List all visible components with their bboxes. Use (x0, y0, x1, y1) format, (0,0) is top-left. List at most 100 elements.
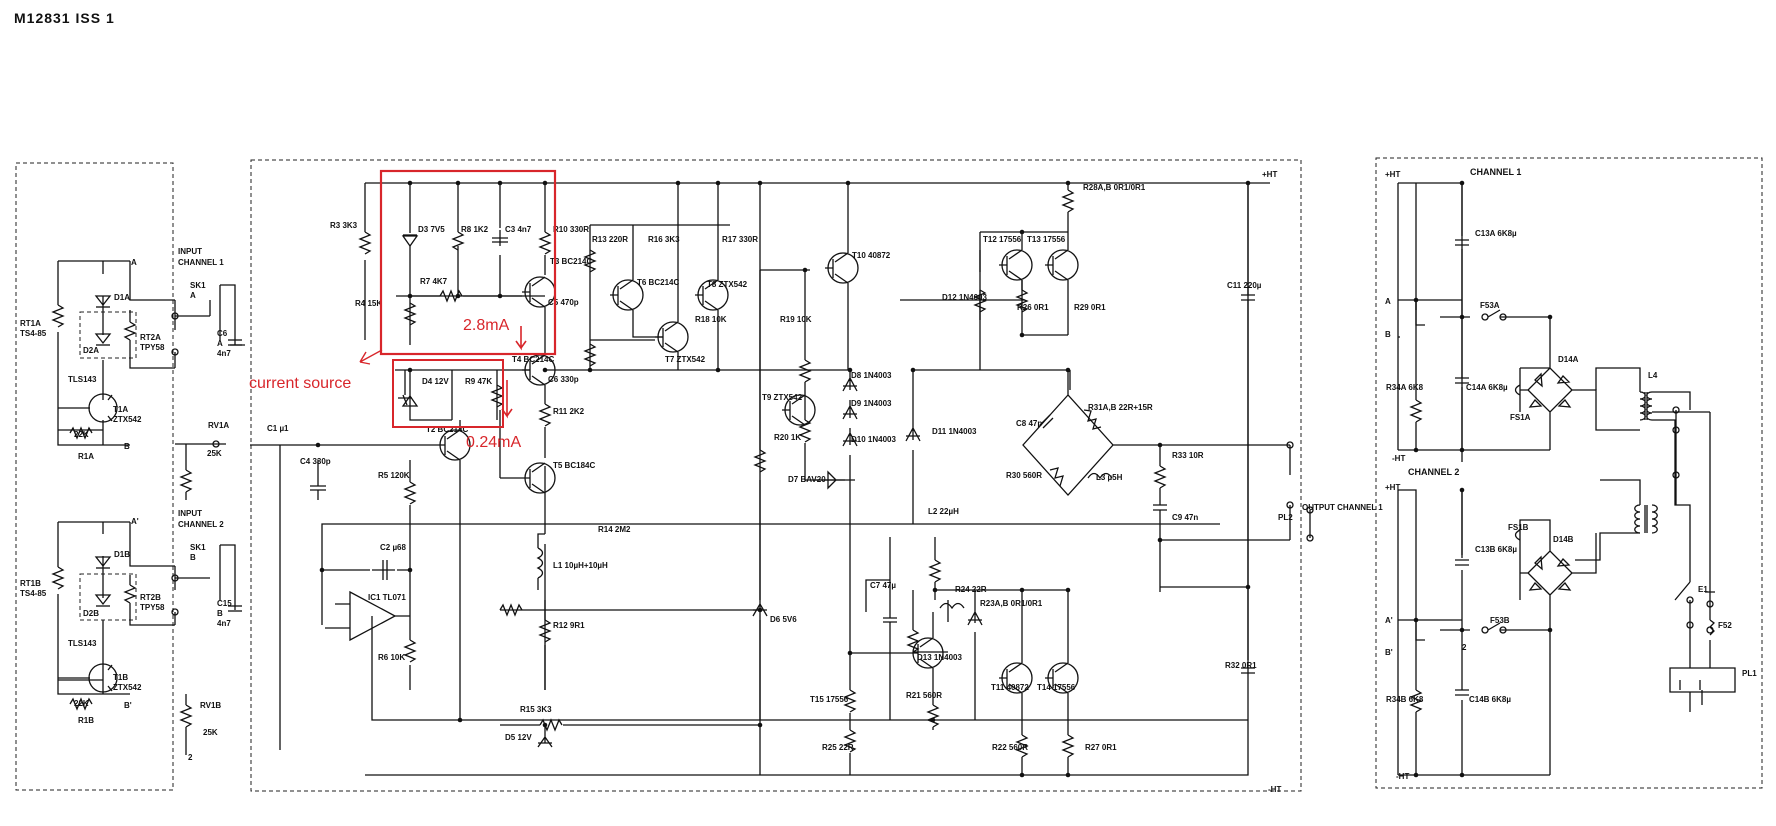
psu-label-16: F53B (1490, 616, 1510, 625)
psu-label-1: C13A 6K8µ (1475, 229, 1517, 238)
amp-part-label-25: R20 1K (774, 433, 801, 442)
current-source-highlight-lower (392, 359, 504, 428)
amp-part-label-60: R24 22R (955, 585, 987, 594)
current-2-8ma-label: 2.8mA (463, 317, 510, 334)
psu-label-17: B' (1385, 648, 1393, 657)
amp-part-label-45: PL2 (1278, 513, 1293, 522)
psu-label-9: L4 (1648, 371, 1658, 380)
amp-part-label-54: L1 10µH+10µH (553, 561, 608, 570)
psu-label-3: B (1385, 330, 1391, 339)
input-label-20: TLS143 (68, 639, 97, 648)
amp-part-label-7: T3 BC214C (550, 257, 592, 266)
amp-part-label-42: R33 10R (1172, 451, 1204, 460)
amp-part-label-63: D13 1N4003 (917, 653, 962, 662)
amp-part-label-62: R23A,B 0R1/0R1 (980, 599, 1043, 608)
psu-label-4: F53A (1480, 301, 1500, 310)
amp-part-label-18: T6 BC214C (637, 278, 679, 287)
amp-part-label-11: T4 BC214C (512, 355, 554, 364)
input-label-6: TLS143 (68, 375, 97, 384)
amp-part-label-3: C3 4n7 (505, 225, 532, 234)
input-label-12: RV1A (208, 421, 229, 430)
amp-part-label-35: R29 0R1 (1074, 303, 1106, 312)
amplifier-panel-box (250, 159, 1302, 792)
amp-part-label-33: T13 17556 (1027, 235, 1066, 244)
amp-part-label-44: OUTPUT CHANNEL 1 (1302, 503, 1383, 512)
psu-label-23: -HT (1396, 772, 1409, 781)
amp-part-label-23: T10 40872 (852, 251, 891, 260)
input-label-10: B (124, 442, 130, 451)
amp-part-label-64: T11 40872 (991, 683, 1029, 692)
amp-part-label-37: C11 220µ (1227, 281, 1262, 290)
drawing-number-title: M12831 ISS 1 (14, 10, 115, 26)
amp-part-label-9: D4 12V (422, 377, 449, 386)
psu-label-20: E1 (1698, 585, 1708, 594)
amp-part-label-61: L2 22µH (928, 507, 959, 516)
input-label-18: D2B (83, 609, 99, 618)
psu-label-24: 2 (1462, 643, 1467, 652)
amp-part-label-47: C4 330p (300, 457, 331, 466)
input-label-22: 22K (74, 699, 89, 708)
current-source-label: current source (249, 375, 351, 392)
amp-part-label-19: T8 ZTX542 (707, 280, 748, 289)
input-label-1: D1A (114, 293, 130, 302)
amp-part-label-50: IC1 TL071 (368, 593, 406, 602)
current-source-arrow (359, 349, 383, 365)
amp-part-label-10: R9 47K (465, 377, 492, 386)
junction-dots (315, 180, 1251, 778)
amp-part-label-26: D7 BAV20 (788, 475, 826, 484)
amp-part-label-15: R13 220R (592, 235, 628, 244)
amp-part-label-22: R19 10K (780, 315, 812, 324)
power-supply-panel-box (1375, 157, 1763, 789)
input-label-24: B' (124, 701, 132, 710)
psu-label-11: +HT (1385, 483, 1400, 492)
amp-part-label-16: R16 3K3 (648, 235, 680, 244)
amp-part-label-70: R27 0R1 (1085, 743, 1117, 752)
amp-part-label-40: R30 560R (1006, 471, 1042, 480)
input-panel-box (15, 162, 174, 791)
amp-part-label-55: R12 9R1 (553, 621, 585, 630)
amp-part-label-46: C1 µ1 (267, 424, 289, 433)
input-label-15: D1B (114, 550, 130, 559)
input-label-13: 25K (207, 449, 222, 458)
amp-part-label-27: D8 1N4003 (851, 371, 892, 380)
amp-part-label-20: T7 ZTX542 (665, 355, 706, 364)
current-source-highlight-upper (379, 169, 557, 356)
amp-part-label-49: C2 µ68 (380, 543, 407, 552)
input-stage-channel-1 (51, 260, 245, 500)
amp-part-label-68: R25 22R (822, 743, 854, 752)
current-arrow-2-8ma (515, 326, 527, 351)
power-supply-wiring (1397, 182, 1736, 776)
amp-part-label-48: R5 120K (378, 471, 410, 480)
amp-part-label-5: R7 4K7 (420, 277, 448, 286)
amp-part-label-57: D5 12V (505, 733, 532, 742)
input-label-9: R1A (78, 452, 94, 461)
psu-label-18: R34B 6K8 (1386, 695, 1424, 704)
amp-part-label-31: D12 1N4003 (942, 293, 987, 302)
input-label-28: 2 (188, 753, 193, 762)
psu-label-12: C13B 6K8µ (1475, 545, 1517, 554)
psu-label-7: D14A (1558, 355, 1579, 364)
amp-part-label-36: R28A,B 0R1/0R1 (1083, 183, 1146, 192)
amp-part-label-6: R4 15K (355, 299, 382, 308)
input-label-0: A (131, 258, 137, 267)
psu-label-21: F52 (1718, 621, 1732, 630)
amp-part-label-52: R14 2M2 (598, 525, 631, 534)
power-supply-dots (1413, 180, 1553, 778)
input-label-26: RV1B (200, 701, 221, 710)
amp-part-label-28: D9 1N4003 (851, 399, 892, 408)
amp-part-label-24: T9 ZTX542 (762, 393, 803, 402)
input-label-14: A' (131, 517, 139, 526)
amp-part-label-69: R22 560R (992, 743, 1028, 752)
